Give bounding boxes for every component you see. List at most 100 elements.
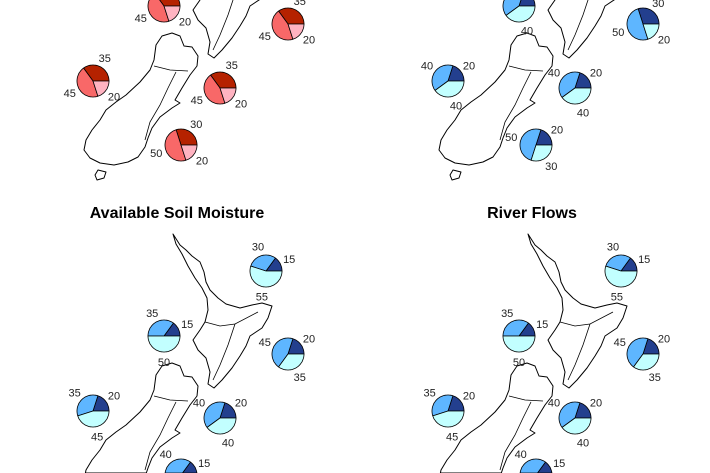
pie-slice-near [203, 401, 226, 428]
coastline [547, 0, 615, 59]
nz-map-outline [83, 0, 260, 181]
pie-slice-below [147, 335, 181, 353]
pie-slice-near [271, 337, 294, 368]
pie-slice-below [633, 353, 660, 371]
region-boundary [508, 65, 544, 72]
pie-slice-near [626, 337, 649, 368]
panel-top-left: 354520354520354520354520305020 [64, 0, 315, 181]
coastline [439, 362, 554, 473]
pie-label-below: 30 [545, 161, 557, 173]
pie-slice-near [519, 458, 546, 473]
pie-label-above: 15 [553, 458, 565, 470]
region-boundary [144, 401, 177, 471]
region-boundary [153, 65, 189, 72]
pie-slice-below [278, 353, 305, 371]
pie-label-above: 20 [108, 391, 120, 403]
pie-label-above: 30 [190, 119, 202, 131]
pie-label-below: 40 [577, 438, 589, 450]
coastline [172, 233, 273, 389]
pie-label-below: 40 [222, 438, 234, 450]
pie-slice-near [502, 319, 529, 337]
pie-label-above: 15 [198, 458, 210, 470]
pie-label-near: 45 [614, 337, 626, 349]
coastline [83, 32, 199, 166]
pie-slice-below [530, 144, 553, 162]
pie-label-near: 45 [191, 95, 203, 107]
pie-slice-near [250, 254, 276, 272]
region-boundary [153, 395, 189, 402]
region-boundary [212, 0, 234, 51]
pie-label-near: 35 [501, 308, 513, 320]
panels: 3545203545203545203545203050202040403050… [64, 0, 670, 473]
panel-title: River Flows [487, 205, 577, 222]
panel-bottom-left: 1530551535502045352035452040401540Availa… [68, 205, 315, 473]
pie-label-below: 20 [235, 98, 247, 110]
pie-label-below: 20 [179, 16, 191, 28]
region-boundary [204, 311, 259, 327]
pie-label-above: 20 [463, 391, 475, 403]
pie-label-above: 15 [283, 254, 295, 266]
region-boundary [559, 311, 614, 327]
pie-label-below: 20 [108, 91, 120, 103]
pie-slice-above [518, 0, 536, 7]
pie-slice-near [271, 10, 294, 41]
pie-slice-near [605, 254, 631, 272]
region-pie: 20 45 35 [614, 334, 670, 385]
pie-slice-above [278, 7, 305, 25]
nz-map-outline [439, 233, 628, 473]
pie-label-near: 50 [612, 27, 624, 39]
pie-label-below: 35 [649, 372, 661, 384]
pie-slice-below [163, 5, 181, 22]
pie-slice-near [626, 8, 649, 41]
coastline [527, 233, 628, 389]
coastline [94, 169, 107, 181]
pie-slice-above [182, 461, 198, 473]
pie-slice-near [502, 0, 522, 16]
pie-slice-below [561, 417, 592, 435]
pie-slice-near [164, 458, 191, 473]
pie-slice-below [287, 23, 305, 40]
pie-label-near: 40 [515, 449, 527, 461]
region-boundary [508, 395, 544, 402]
pie-slice-near [164, 129, 187, 162]
pie-label-above: 20 [658, 334, 670, 346]
pie-label-near: 40 [421, 61, 433, 73]
pie-label-below: 45 [446, 432, 458, 444]
nz-map-outline [84, 233, 273, 473]
coastline [449, 169, 462, 181]
pie-label-below: 40 [521, 26, 533, 38]
coastline [438, 32, 554, 166]
pie-label-near: 45 [259, 337, 271, 349]
pie-label-below: 50 [513, 357, 525, 369]
pie-slice-below [561, 87, 592, 105]
pie-slice-below [604, 265, 638, 288]
pie-slice-below [505, 5, 536, 23]
pie-slice-near [203, 74, 226, 105]
pie-label-near: 40 [548, 68, 560, 80]
pie-label-below: 45 [91, 432, 103, 444]
pie-slice-below [642, 23, 660, 40]
region-boundary [499, 71, 532, 141]
pie-slice-near [519, 128, 542, 161]
pie-label-above: 20 [303, 334, 315, 346]
pie-label-above: 35 [226, 60, 238, 72]
pie-label-near: 45 [259, 31, 271, 43]
pie-label-below: 55 [611, 292, 623, 304]
pie-slice-near [147, 319, 174, 337]
pie-slice-below [502, 335, 536, 353]
pie-label-above: 15 [181, 319, 193, 331]
pie-label-above: 15 [638, 254, 650, 266]
pie-slice-below [92, 80, 110, 97]
pie-label-above: 30 [652, 0, 664, 10]
pie-label-near: 40 [548, 398, 560, 410]
pie-slice-above [83, 64, 110, 82]
pie-label-near: 40 [160, 449, 172, 461]
